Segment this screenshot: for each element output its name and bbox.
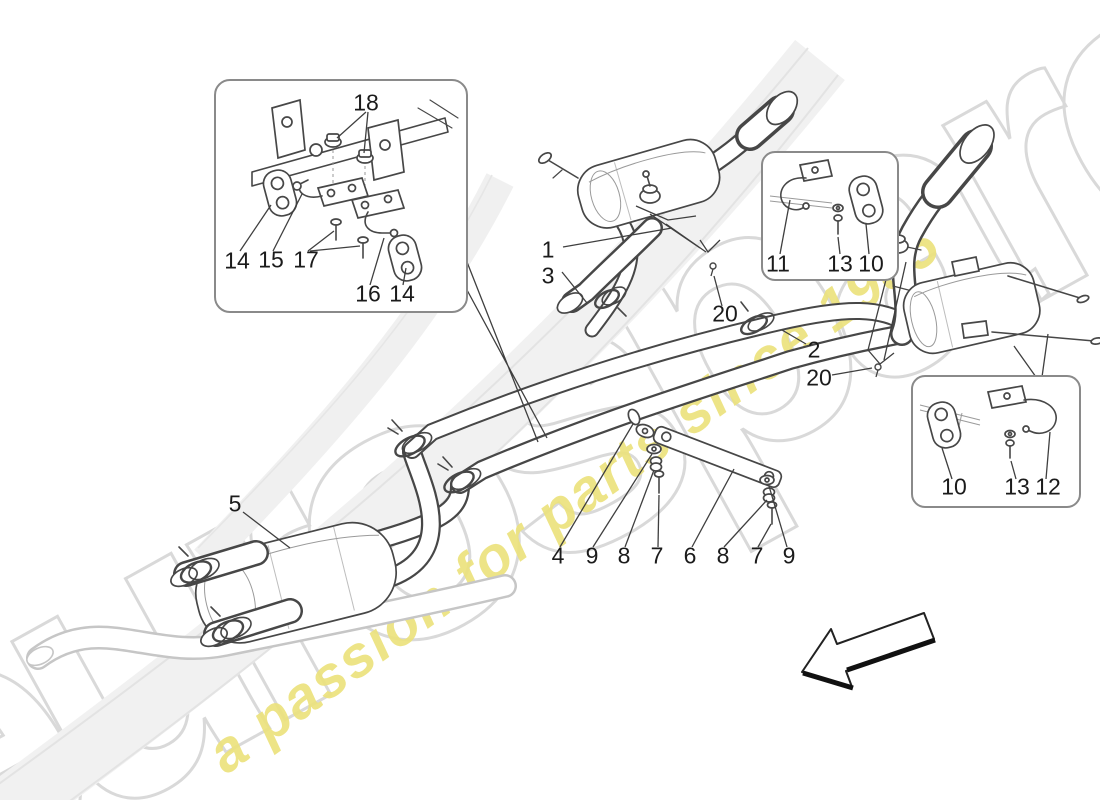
bush — [649, 456, 663, 472]
pipe-clamp — [387, 419, 433, 458]
callout-13b[interactable]: 13 — [1004, 473, 1030, 500]
ghost-front-pipe — [26, 574, 517, 670]
pipe-clamp — [740, 301, 775, 336]
rear-silencer-lh — [537, 90, 799, 338]
pipe-clamp — [594, 286, 627, 317]
callout-20b[interactable]: 20 — [806, 364, 832, 391]
chassis-beam — [251, 98, 459, 187]
bolt — [357, 236, 369, 259]
fixing-pin — [709, 262, 717, 277]
inset-box-hanger-upper — [761, 151, 899, 281]
fixing-pin — [874, 363, 882, 378]
bolt — [330, 218, 342, 241]
callout-10[interactable]: 10 — [858, 250, 884, 277]
callout-2[interactable]: 2 — [807, 336, 821, 363]
callout-1[interactable]: 1 — [541, 236, 555, 263]
callout-14[interactable]: 14 — [224, 247, 250, 274]
pipe-clamp — [210, 606, 252, 643]
rubber-hanger — [926, 401, 962, 449]
washer — [759, 474, 775, 486]
rubber-hanger — [387, 234, 423, 282]
callout-18[interactable]: 18 — [353, 89, 379, 116]
callout-8b[interactable]: 8 — [716, 542, 730, 569]
callout-14b[interactable]: 14 — [389, 280, 415, 307]
callout-7b[interactable]: 7 — [750, 542, 764, 569]
callout-13[interactable]: 13 — [827, 250, 853, 277]
hanger-pin-assembly — [635, 170, 697, 221]
callout-8[interactable]: 8 — [617, 542, 631, 569]
mounting-strut-group — [635, 423, 783, 525]
background-swoosh — [0, 39, 845, 800]
callout-20[interactable]: 20 — [712, 300, 738, 327]
inset-box-chassis-mounts — [214, 79, 468, 313]
leader-lines — [242, 227, 873, 549]
inset-box-hanger-lower — [911, 375, 1081, 508]
callout-4[interactable]: 4 — [551, 542, 565, 569]
callout-12[interactable]: 12 — [1035, 473, 1061, 500]
cage-nut — [324, 133, 342, 193]
washer — [646, 443, 662, 455]
mount-plate — [316, 177, 406, 219]
callout-6[interactable]: 6 — [683, 542, 697, 569]
hook-rod — [780, 177, 810, 211]
callout-11[interactable]: 11 — [766, 250, 790, 277]
callout-15[interactable]: 15 — [258, 246, 284, 273]
screw — [832, 203, 844, 235]
callout-16[interactable]: 16 — [355, 280, 381, 307]
catalyst-tail-pipe — [890, 124, 995, 346]
direction-arrow — [801, 612, 936, 691]
rubber-hanger — [262, 169, 298, 217]
hook-rod — [1022, 398, 1057, 434]
bolt — [653, 470, 665, 494]
callout-9b[interactable]: 9 — [782, 542, 796, 569]
callout-3[interactable]: 3 — [541, 262, 555, 289]
pipe-clamp — [437, 456, 482, 494]
callout-5[interactable]: 5 — [228, 490, 242, 517]
front-silencer — [170, 521, 398, 648]
rubber-hanger — [848, 175, 884, 225]
callout-7[interactable]: 7 — [650, 542, 664, 569]
callout-9[interactable]: 9 — [585, 542, 599, 569]
pipe-clamp — [178, 546, 220, 584]
callout-10b[interactable]: 10 — [941, 473, 967, 500]
screw — [1004, 429, 1016, 459]
callout-17[interactable]: 17 — [293, 246, 319, 273]
